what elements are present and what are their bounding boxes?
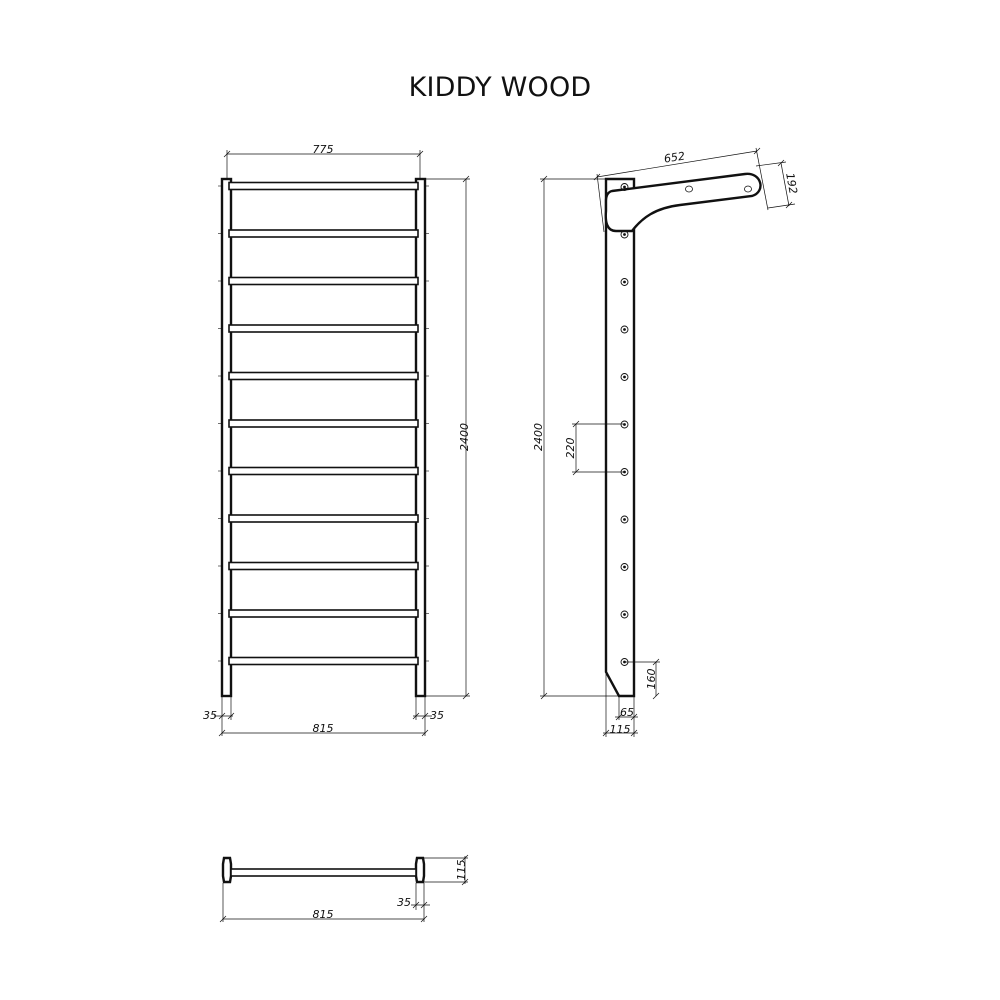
- side-hole: [620, 420, 629, 429]
- dim-tick: [630, 713, 638, 721]
- dim-tick: [218, 729, 226, 737]
- side-hole: [620, 373, 629, 381]
- arm-bolt-hole: [685, 185, 693, 193]
- dim-tick: [602, 729, 610, 737]
- dim-bottom-offset: 160: [645, 669, 658, 690]
- top-arm-bracket: [604, 172, 762, 233]
- dim-overall-depth: 115: [610, 723, 631, 736]
- dim-tick: [462, 692, 470, 700]
- side-hole: [620, 610, 629, 619]
- drawing-title: KIDDY WOOD: [408, 72, 592, 103]
- side-hole-center: [623, 328, 626, 331]
- dim-ext: [596, 173, 605, 233]
- rung: [228, 609, 419, 618]
- dim-bottom-width: 65: [620, 706, 634, 719]
- dim-top-width: 775: [313, 143, 334, 156]
- side-hole-center: [623, 280, 626, 284]
- dim-tick: [753, 147, 761, 155]
- side-hole-center: [623, 470, 626, 474]
- dim-tick: [412, 712, 420, 720]
- dim-tick: [777, 159, 785, 167]
- rung: [228, 324, 419, 333]
- left-post: [220, 177, 233, 698]
- rung: [228, 466, 419, 476]
- dim-tick: [421, 729, 429, 737]
- rungs-group: [218, 181, 429, 666]
- rung: [228, 656, 419, 666]
- dim-tick: [461, 878, 469, 886]
- rung: [228, 561, 419, 571]
- side-hole-center: [623, 613, 626, 616]
- rung: [228, 276, 419, 286]
- dim-tick: [218, 712, 226, 720]
- dim-side-height: 2400: [532, 423, 545, 451]
- dim-tick: [630, 729, 638, 737]
- rung: [228, 371, 419, 381]
- side-hole: [620, 278, 629, 286]
- top-view: 115 35 815: [219, 854, 469, 923]
- dim-hole-spacing: 220: [564, 438, 577, 459]
- dim-tick: [615, 713, 623, 721]
- side-hole-center: [623, 233, 626, 236]
- side-hole-center: [623, 185, 626, 189]
- right-post: [414, 177, 427, 698]
- dim-tick: [540, 175, 548, 183]
- dim-tick: [223, 150, 231, 158]
- side-hole: [620, 563, 629, 571]
- dim-line-arm-height: [780, 162, 790, 207]
- dim-arm-length: 652: [663, 149, 686, 165]
- arm-bolt-hole: [744, 185, 752, 193]
- side-post: [604, 177, 636, 698]
- dim-top-post: 35: [397, 896, 411, 909]
- dim-tick: [461, 854, 469, 862]
- dim-ext: [755, 147, 769, 211]
- rung: [228, 514, 419, 523]
- dim-tick: [416, 150, 424, 158]
- dim-top-depth: 115: [455, 860, 468, 881]
- side-hole-center: [623, 423, 626, 426]
- dim-tick: [227, 712, 235, 720]
- top-rung: [230, 868, 417, 877]
- side-hole: [620, 230, 629, 239]
- side-view: 652 192 2400 220 160 65: [532, 147, 800, 737]
- dim-tick: [572, 468, 580, 476]
- dim-tick: [540, 692, 548, 700]
- side-hole-center: [623, 518, 626, 521]
- dim-line-arm-length: [596, 150, 758, 178]
- side-hole-center: [623, 565, 626, 569]
- dim-right-post: 35: [430, 709, 444, 722]
- top-right-post: [414, 856, 426, 884]
- dim-tick: [462, 175, 470, 183]
- dim-top-overall-width: 815: [313, 908, 334, 921]
- side-hole: [620, 515, 629, 524]
- side-hole: [620, 325, 629, 334]
- dim-tick: [785, 201, 793, 209]
- dim-tick: [572, 420, 580, 428]
- top-left-post: [221, 856, 233, 884]
- rung: [228, 229, 419, 238]
- dim-overall-width: 815: [313, 722, 334, 735]
- rung: [228, 419, 419, 428]
- dim-tick: [412, 901, 420, 909]
- dim-tick: [420, 901, 428, 909]
- rung: [228, 181, 419, 191]
- dim-tick: [219, 915, 227, 923]
- dim-height: 2400: [458, 423, 471, 451]
- front-view: 775 2400 35 35 815: [203, 143, 471, 737]
- dim-arm-height: 192: [783, 172, 799, 195]
- side-hole-center: [623, 375, 626, 379]
- dim-ext: [767, 203, 796, 209]
- dim-tick: [420, 915, 428, 923]
- dim-tick: [652, 692, 660, 700]
- dim-tick: [421, 712, 429, 720]
- dim-left-post: 35: [203, 709, 217, 722]
- side-hole: [620, 183, 629, 191]
- dim-tick: [652, 658, 660, 666]
